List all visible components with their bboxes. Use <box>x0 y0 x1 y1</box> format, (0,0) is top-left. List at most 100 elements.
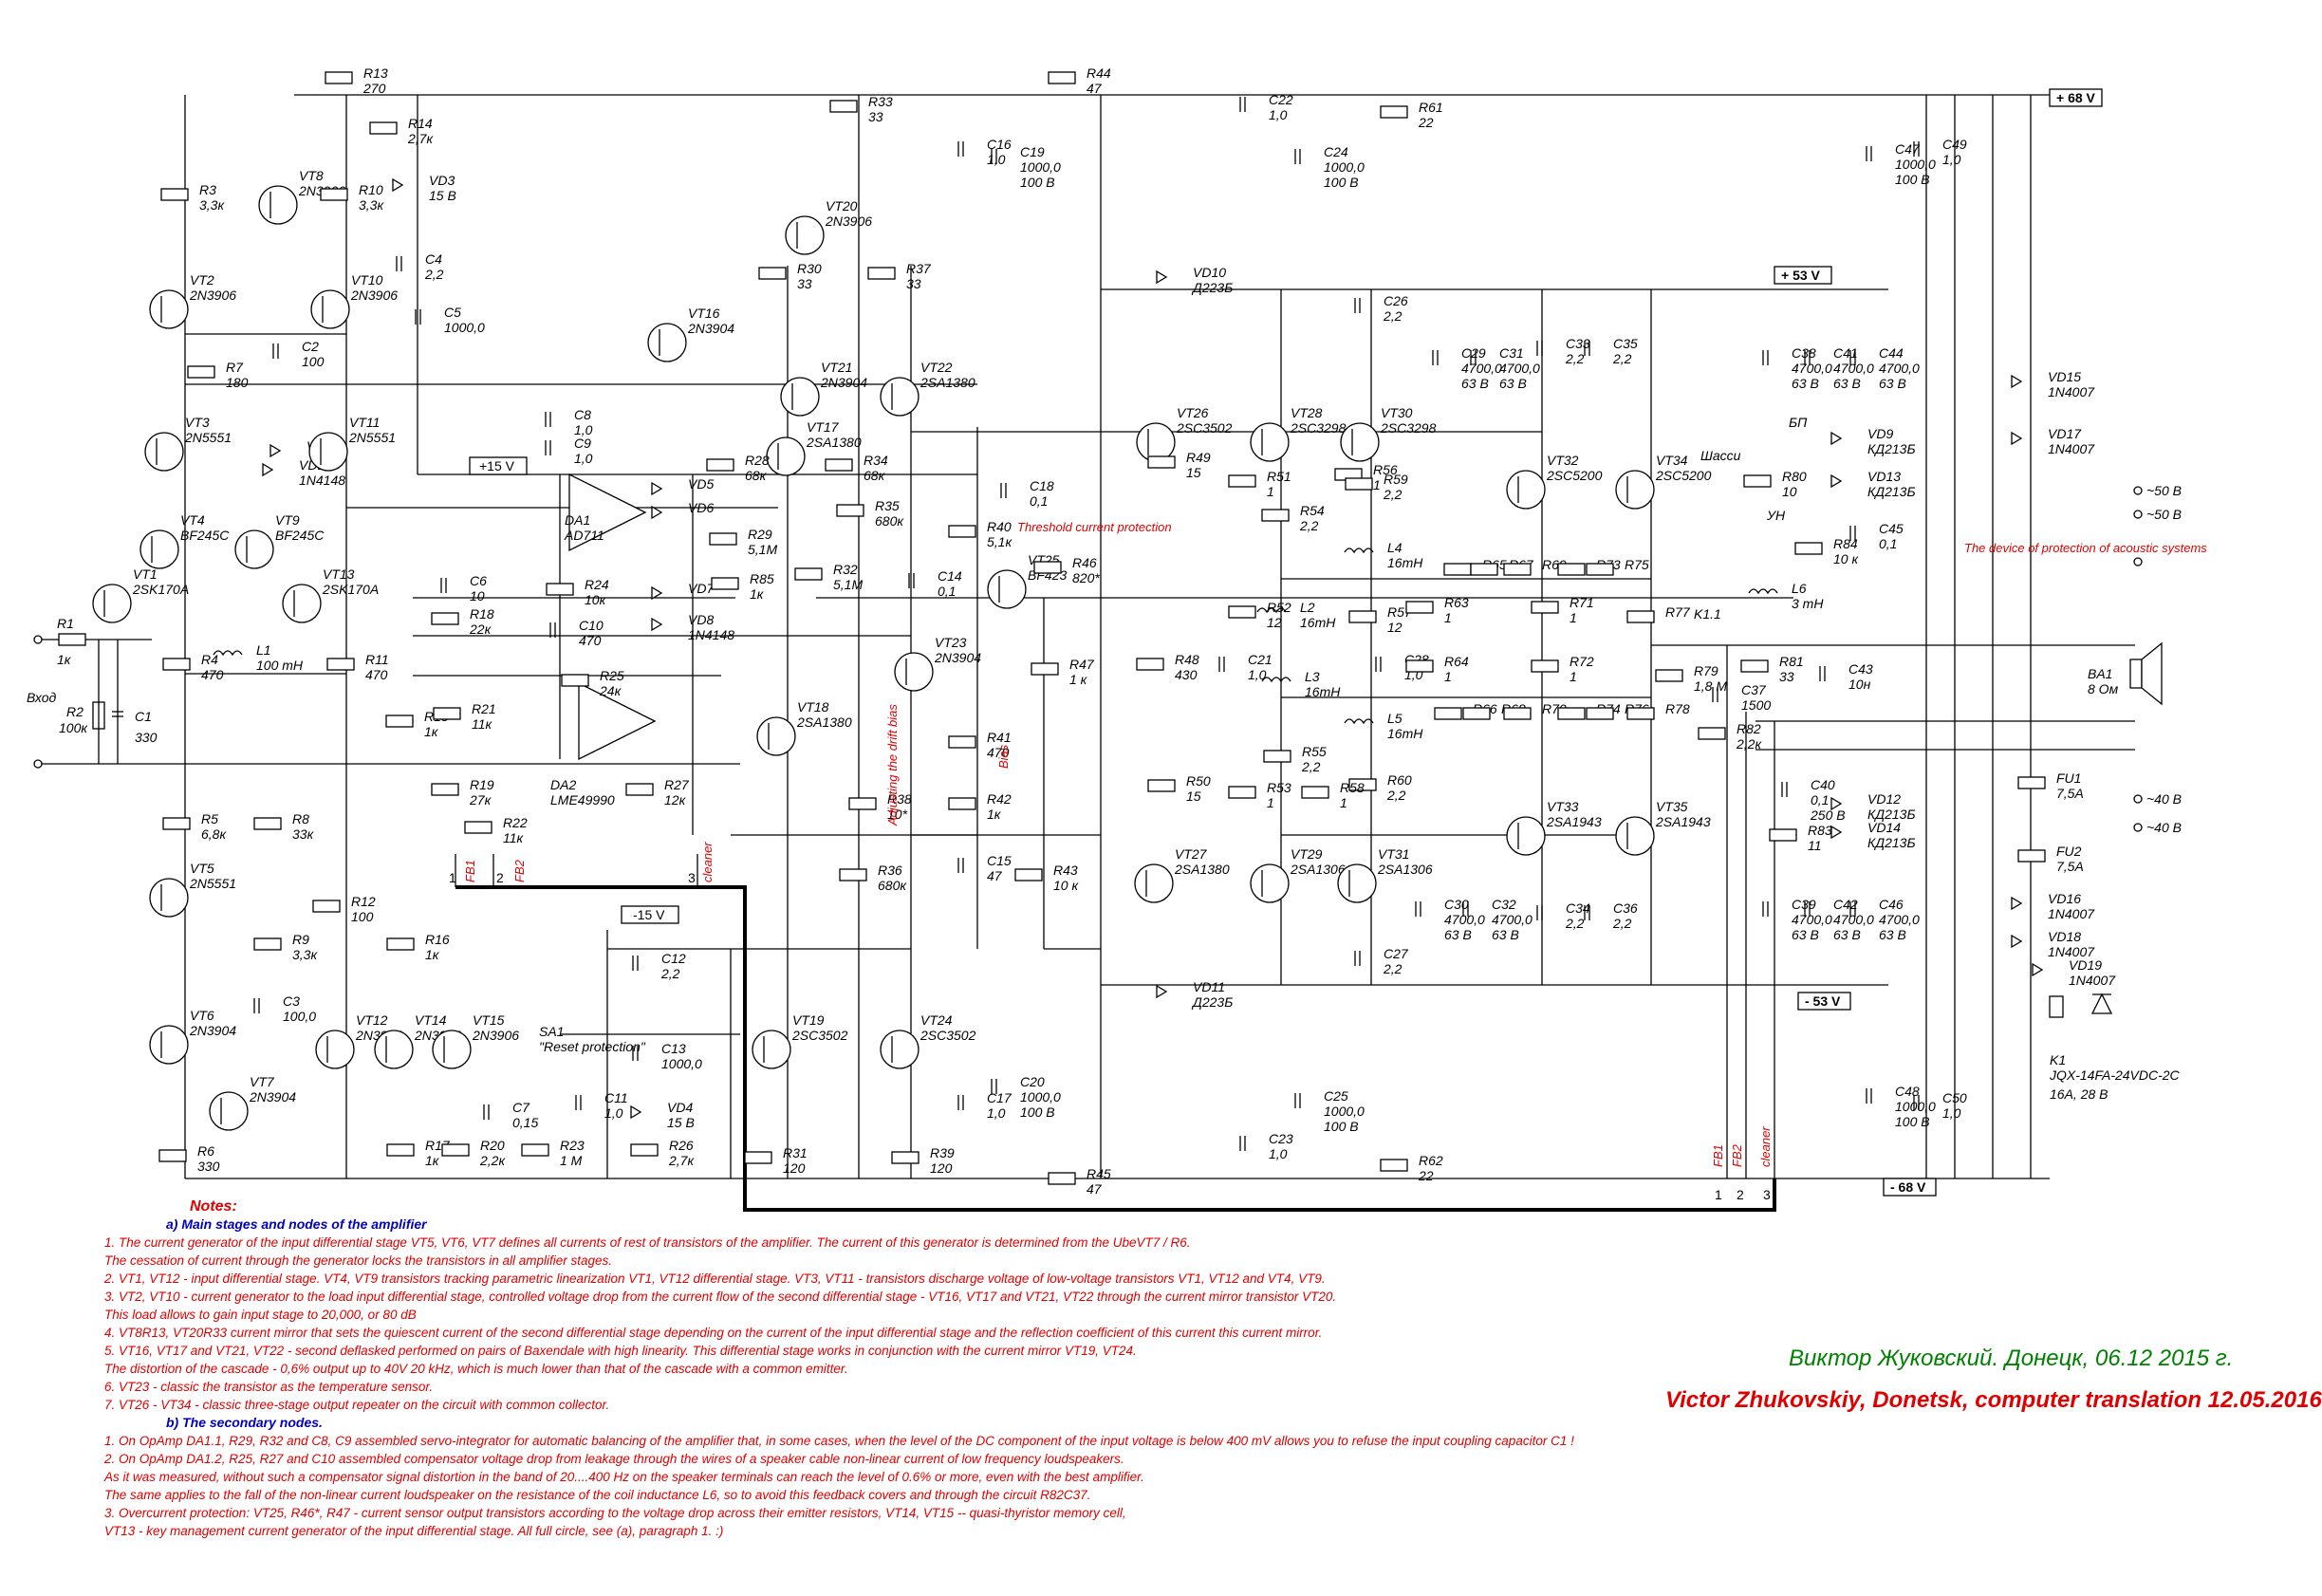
ac50a-terminal[interactable] <box>2133 486 2143 495</box>
feedback-labels: FB1 FB2 cleaner 1 2 3 FB1 FB2 cleaner 1 … <box>449 842 1773 1202</box>
r34-value: 68к <box>864 468 886 483</box>
r49-value: 15 <box>1186 465 1201 480</box>
r52-label: R52 <box>1267 600 1291 615</box>
r47-resistor-icon <box>1031 662 1059 676</box>
vt2-value: 2N3906 <box>189 288 236 303</box>
r42-value: 1к <box>987 807 1002 822</box>
r3-value: 3,3к <box>199 197 225 213</box>
vt21-label: VT21 <box>821 360 852 375</box>
r14-value: 2,7к <box>407 131 434 146</box>
vt27-transistor-icon <box>1134 863 1174 903</box>
c30-value: 4700,0 <box>1444 912 1485 927</box>
input-terminal[interactable] <box>33 635 43 644</box>
r70-component: R70 <box>1503 701 1567 720</box>
ac40a-terminal[interactable] <box>2133 794 2143 804</box>
c46-value: 63 B <box>1879 927 1906 942</box>
r17-value: 1к <box>425 1153 440 1168</box>
r79-label: R79 <box>1694 663 1718 678</box>
vt3-label: VT3 <box>185 415 210 430</box>
acoustic-terminal[interactable] <box>2133 557 2143 566</box>
c40-value: 0,1 <box>1811 792 1829 807</box>
neg68-box <box>1883 1178 1937 1197</box>
r50-label: R50 <box>1186 773 1211 789</box>
c14-value: 0,1 <box>938 584 956 599</box>
r84-label: R84 <box>1833 536 1858 551</box>
vd18-value: 1N4007 <box>2048 944 2095 959</box>
vt20-transistor-icon <box>785 215 825 255</box>
r44-resistor-icon <box>1048 71 1076 84</box>
c39-label: C39 <box>1792 897 1816 912</box>
r26-label: R26 <box>669 1138 694 1153</box>
vt4-transistor-icon <box>139 529 179 569</box>
r38-value: 10* <box>887 807 908 822</box>
ac50b-terminal[interactable] <box>2133 510 2143 519</box>
r44-label: R44 <box>1087 65 1111 81</box>
vd5-component: VD5 <box>651 476 714 496</box>
input-label: Вход <box>27 690 57 705</box>
c44-value: 63 B <box>1879 376 1906 391</box>
vt19-value: 2SC3502 <box>791 1028 848 1043</box>
fb-left-n1: 1 <box>449 870 456 885</box>
vd19-diode-icon <box>2032 962 2044 977</box>
r48-resistor-icon <box>1136 658 1164 671</box>
r36-resistor-icon <box>839 868 867 882</box>
r1-value: 1к <box>57 652 72 667</box>
vt30-transistor-icon <box>1340 422 1380 462</box>
r30-resistor-icon <box>758 267 787 280</box>
vd7-diode-icon <box>651 585 663 601</box>
notes-block: Notes: a) Main stages and nodes of the a… <box>104 1197 2002 1540</box>
r81-resistor-icon <box>1740 659 1769 673</box>
notes-section-a-heading: a) Main stages and nodes of the amplifie… <box>166 1216 427 1232</box>
vt17-transistor-icon <box>766 436 806 476</box>
c22-value: 1,0 <box>1269 107 1288 122</box>
neg53-label: - 53 V <box>1805 993 1841 1009</box>
vt13-value: 2SK170A <box>322 582 379 597</box>
vd17-label: VD17 <box>2048 426 2082 441</box>
fu1-value: 7,5A <box>2056 786 2084 801</box>
output-wiring <box>1101 289 2135 1178</box>
r81-label: R81 <box>1779 654 1804 669</box>
r51-label: R51 <box>1267 469 1291 484</box>
vt1-transistor-icon <box>92 584 132 623</box>
vd15-diode-icon <box>2011 374 2023 389</box>
r33-value: 33 <box>868 109 883 124</box>
neg53-box <box>1797 992 1851 1011</box>
ac40b-terminal[interactable] <box>2133 823 2143 832</box>
c17-label: C17 <box>987 1090 1012 1105</box>
vd9-label: VD9 <box>1867 426 1893 441</box>
c27-label: C27 <box>1384 946 1409 961</box>
r41-label: R41 <box>987 730 1012 745</box>
fb2-right-label: FB2 <box>1730 1143 1744 1167</box>
vd1-diode-icon <box>262 462 274 477</box>
vt14-label: VT14 <box>415 1012 447 1028</box>
r85-label: R85 <box>750 571 774 586</box>
c12-value: 2,2 <box>660 966 680 981</box>
vt18-value: 2SA1380 <box>796 714 852 730</box>
c13-value: 1000,0 <box>661 1056 702 1071</box>
r47-value: 1 к <box>1069 672 1088 687</box>
vt26-label: VT26 <box>1177 405 1209 420</box>
c45-value: 0,1 <box>1879 536 1897 551</box>
vt5-value: 2N5551 <box>189 876 236 891</box>
